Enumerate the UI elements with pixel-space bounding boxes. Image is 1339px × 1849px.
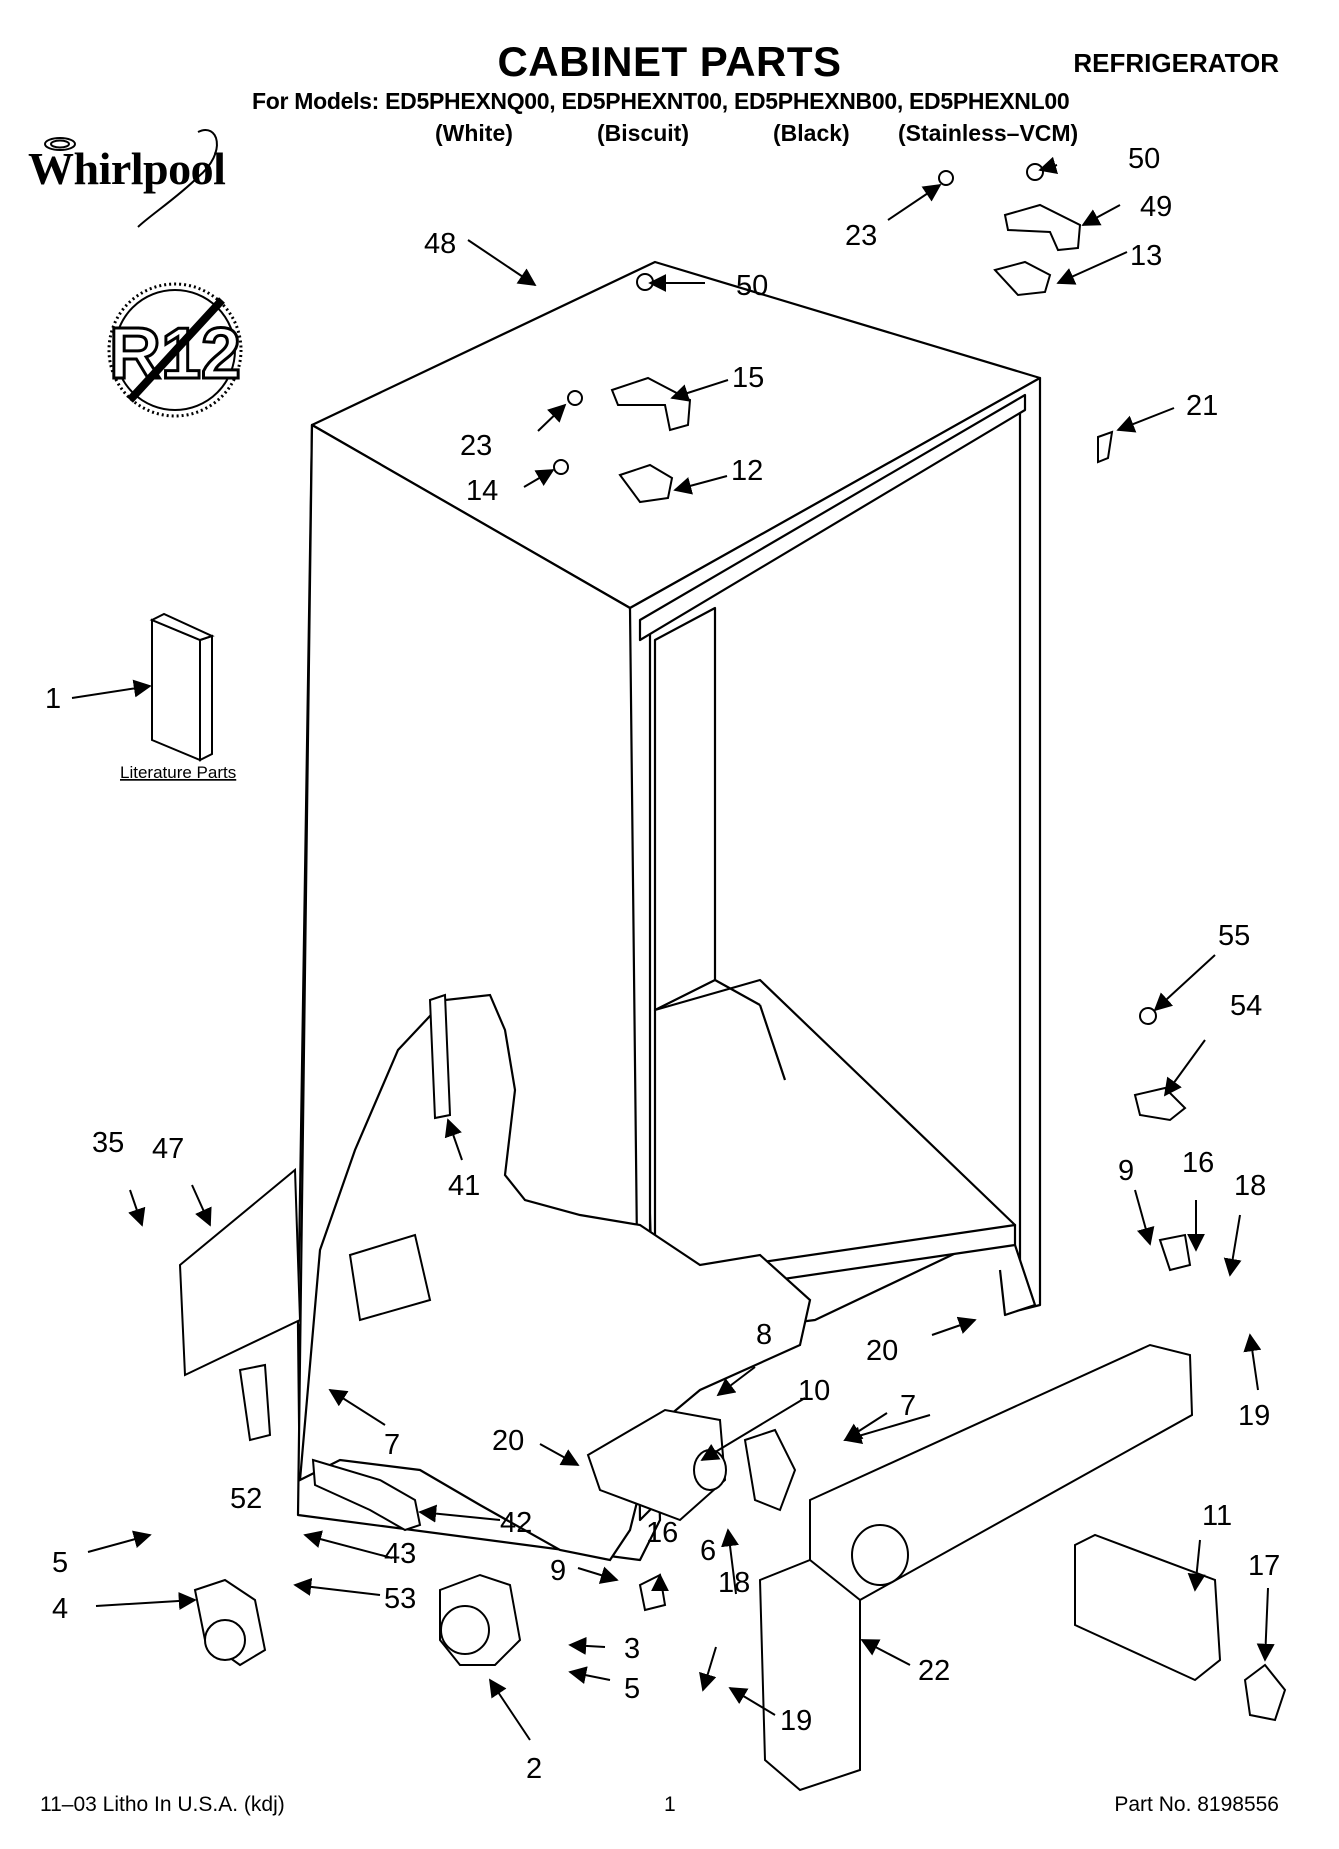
footer-part-number: Part No. 8198556 bbox=[1114, 1793, 1279, 1816]
callout-41: 41 bbox=[448, 1170, 480, 1202]
cabinet-cutaway bbox=[298, 993, 812, 1562]
footer-page-number: 1 bbox=[664, 1793, 676, 1816]
screw-14 bbox=[553, 459, 569, 475]
callout-48: 48 bbox=[424, 228, 456, 260]
callout-52: 52 bbox=[230, 1483, 262, 1515]
callout-49: 49 bbox=[1140, 191, 1172, 223]
callout-50b: 50 bbox=[1128, 143, 1160, 175]
whirlpool-swirl-icon bbox=[44, 129, 218, 228]
callout-15: 15 bbox=[732, 362, 764, 394]
bracket-16-left bbox=[638, 1573, 667, 1612]
callout-42: 42 bbox=[500, 1507, 532, 1539]
caster-wheel bbox=[204, 1619, 246, 1661]
whirlpool-logo: Whirlpool bbox=[28, 129, 226, 228]
callout-18b: 18 bbox=[718, 1567, 750, 1599]
badge-text: R12 bbox=[109, 314, 241, 394]
bracket-6 bbox=[743, 1428, 797, 1512]
screw-50b bbox=[1026, 163, 1044, 181]
grille-port bbox=[851, 1524, 909, 1586]
callout-7a: 7 bbox=[384, 1429, 400, 1461]
part-21 bbox=[1097, 430, 1114, 464]
hinge-13 bbox=[993, 260, 1052, 297]
water-filter-11 bbox=[1074, 1533, 1222, 1682]
bracket-54 bbox=[1133, 1086, 1187, 1122]
callout-43: 43 bbox=[384, 1538, 416, 1570]
no-r12-prohibition-icon: R12 bbox=[107, 282, 243, 418]
callout-3: 3 bbox=[624, 1633, 640, 1665]
callout-23a: 23 bbox=[460, 430, 492, 462]
callout-14: 14 bbox=[466, 475, 498, 507]
callout-9a: 9 bbox=[1118, 1155, 1134, 1187]
callout-21: 21 bbox=[1186, 390, 1218, 422]
callout-18a: 18 bbox=[1234, 1170, 1266, 1202]
callout-54: 54 bbox=[1230, 990, 1262, 1022]
color-white: (White) bbox=[435, 120, 513, 146]
roller-wheel bbox=[440, 1605, 490, 1655]
screw-23a bbox=[567, 390, 583, 406]
callout-55: 55 bbox=[1218, 920, 1250, 952]
callout-1: 1 bbox=[45, 683, 61, 715]
callout-13: 13 bbox=[1130, 240, 1162, 272]
color-black: (Black) bbox=[773, 120, 850, 146]
hinge-12 bbox=[618, 463, 674, 504]
callout-numbers: 1 2 3 4 5 5 6 7 7 8 9 9 10 11 12 13 14 1… bbox=[45, 143, 1280, 1785]
callout-12: 12 bbox=[731, 455, 763, 487]
callout-9b: 9 bbox=[550, 1555, 566, 1587]
color-stainless: (Stainless–VCM) bbox=[898, 120, 1079, 146]
callout-23b: 23 bbox=[845, 220, 877, 252]
footer-print-info: 11–03 Litho In U.S.A. (kdj) bbox=[40, 1793, 285, 1816]
brand-name: Whirlpool bbox=[28, 143, 226, 194]
filter-cap-17 bbox=[1243, 1663, 1287, 1722]
screw-23b bbox=[938, 170, 954, 186]
literature-booklet bbox=[149, 612, 215, 762]
bracket-52 bbox=[238, 1363, 272, 1442]
toe-grille-22-front bbox=[758, 1558, 861, 1792]
valve-assembly bbox=[348, 1233, 432, 1322]
callout-5a: 5 bbox=[52, 1547, 68, 1579]
callout-20b: 20 bbox=[492, 1425, 524, 1457]
callout-16a: 16 bbox=[1182, 1147, 1214, 1179]
access-panel-47 bbox=[178, 1167, 302, 1377]
color-biscuit: (Biscuit) bbox=[597, 120, 689, 146]
drain-hose-41 bbox=[428, 993, 452, 1120]
literature-parts-label: Literature Parts bbox=[120, 763, 236, 782]
callout-53: 53 bbox=[384, 1583, 416, 1615]
callout-4: 4 bbox=[52, 1593, 68, 1625]
tube-42 bbox=[311, 1458, 422, 1532]
callout-10: 10 bbox=[798, 1375, 830, 1407]
hinge-cover-49 bbox=[1003, 203, 1082, 252]
callout-6: 6 bbox=[700, 1535, 716, 1567]
bracket-16-right bbox=[1158, 1233, 1192, 1272]
callout-20a: 20 bbox=[866, 1335, 898, 1367]
callout-5b: 5 bbox=[624, 1673, 640, 1705]
callout-17: 17 bbox=[1248, 1550, 1280, 1582]
screw-55 bbox=[1139, 1007, 1157, 1025]
models-line: For Models: ED5PHEXNQ00, ED5PHEXNT00, ED… bbox=[252, 88, 1070, 114]
callout-50a: 50 bbox=[736, 270, 768, 302]
callout-47: 47 bbox=[152, 1133, 184, 1165]
callout-7b: 7 bbox=[900, 1390, 916, 1422]
callout-2: 2 bbox=[526, 1753, 542, 1785]
callout-22: 22 bbox=[918, 1655, 950, 1687]
callout-19a: 19 bbox=[1238, 1400, 1270, 1432]
callout-11: 11 bbox=[1202, 1500, 1232, 1532]
page-title: CABINET PARTS bbox=[497, 38, 842, 85]
callout-8: 8 bbox=[756, 1319, 772, 1351]
callout-35: 35 bbox=[92, 1127, 124, 1159]
lower-assemblies bbox=[178, 993, 1287, 1792]
callout-19b: 19 bbox=[780, 1705, 812, 1737]
callout-16b: 16 bbox=[646, 1517, 678, 1549]
leader-lines bbox=[71, 156, 1275, 1741]
appliance-type: REFRIGERATOR bbox=[1073, 48, 1279, 78]
